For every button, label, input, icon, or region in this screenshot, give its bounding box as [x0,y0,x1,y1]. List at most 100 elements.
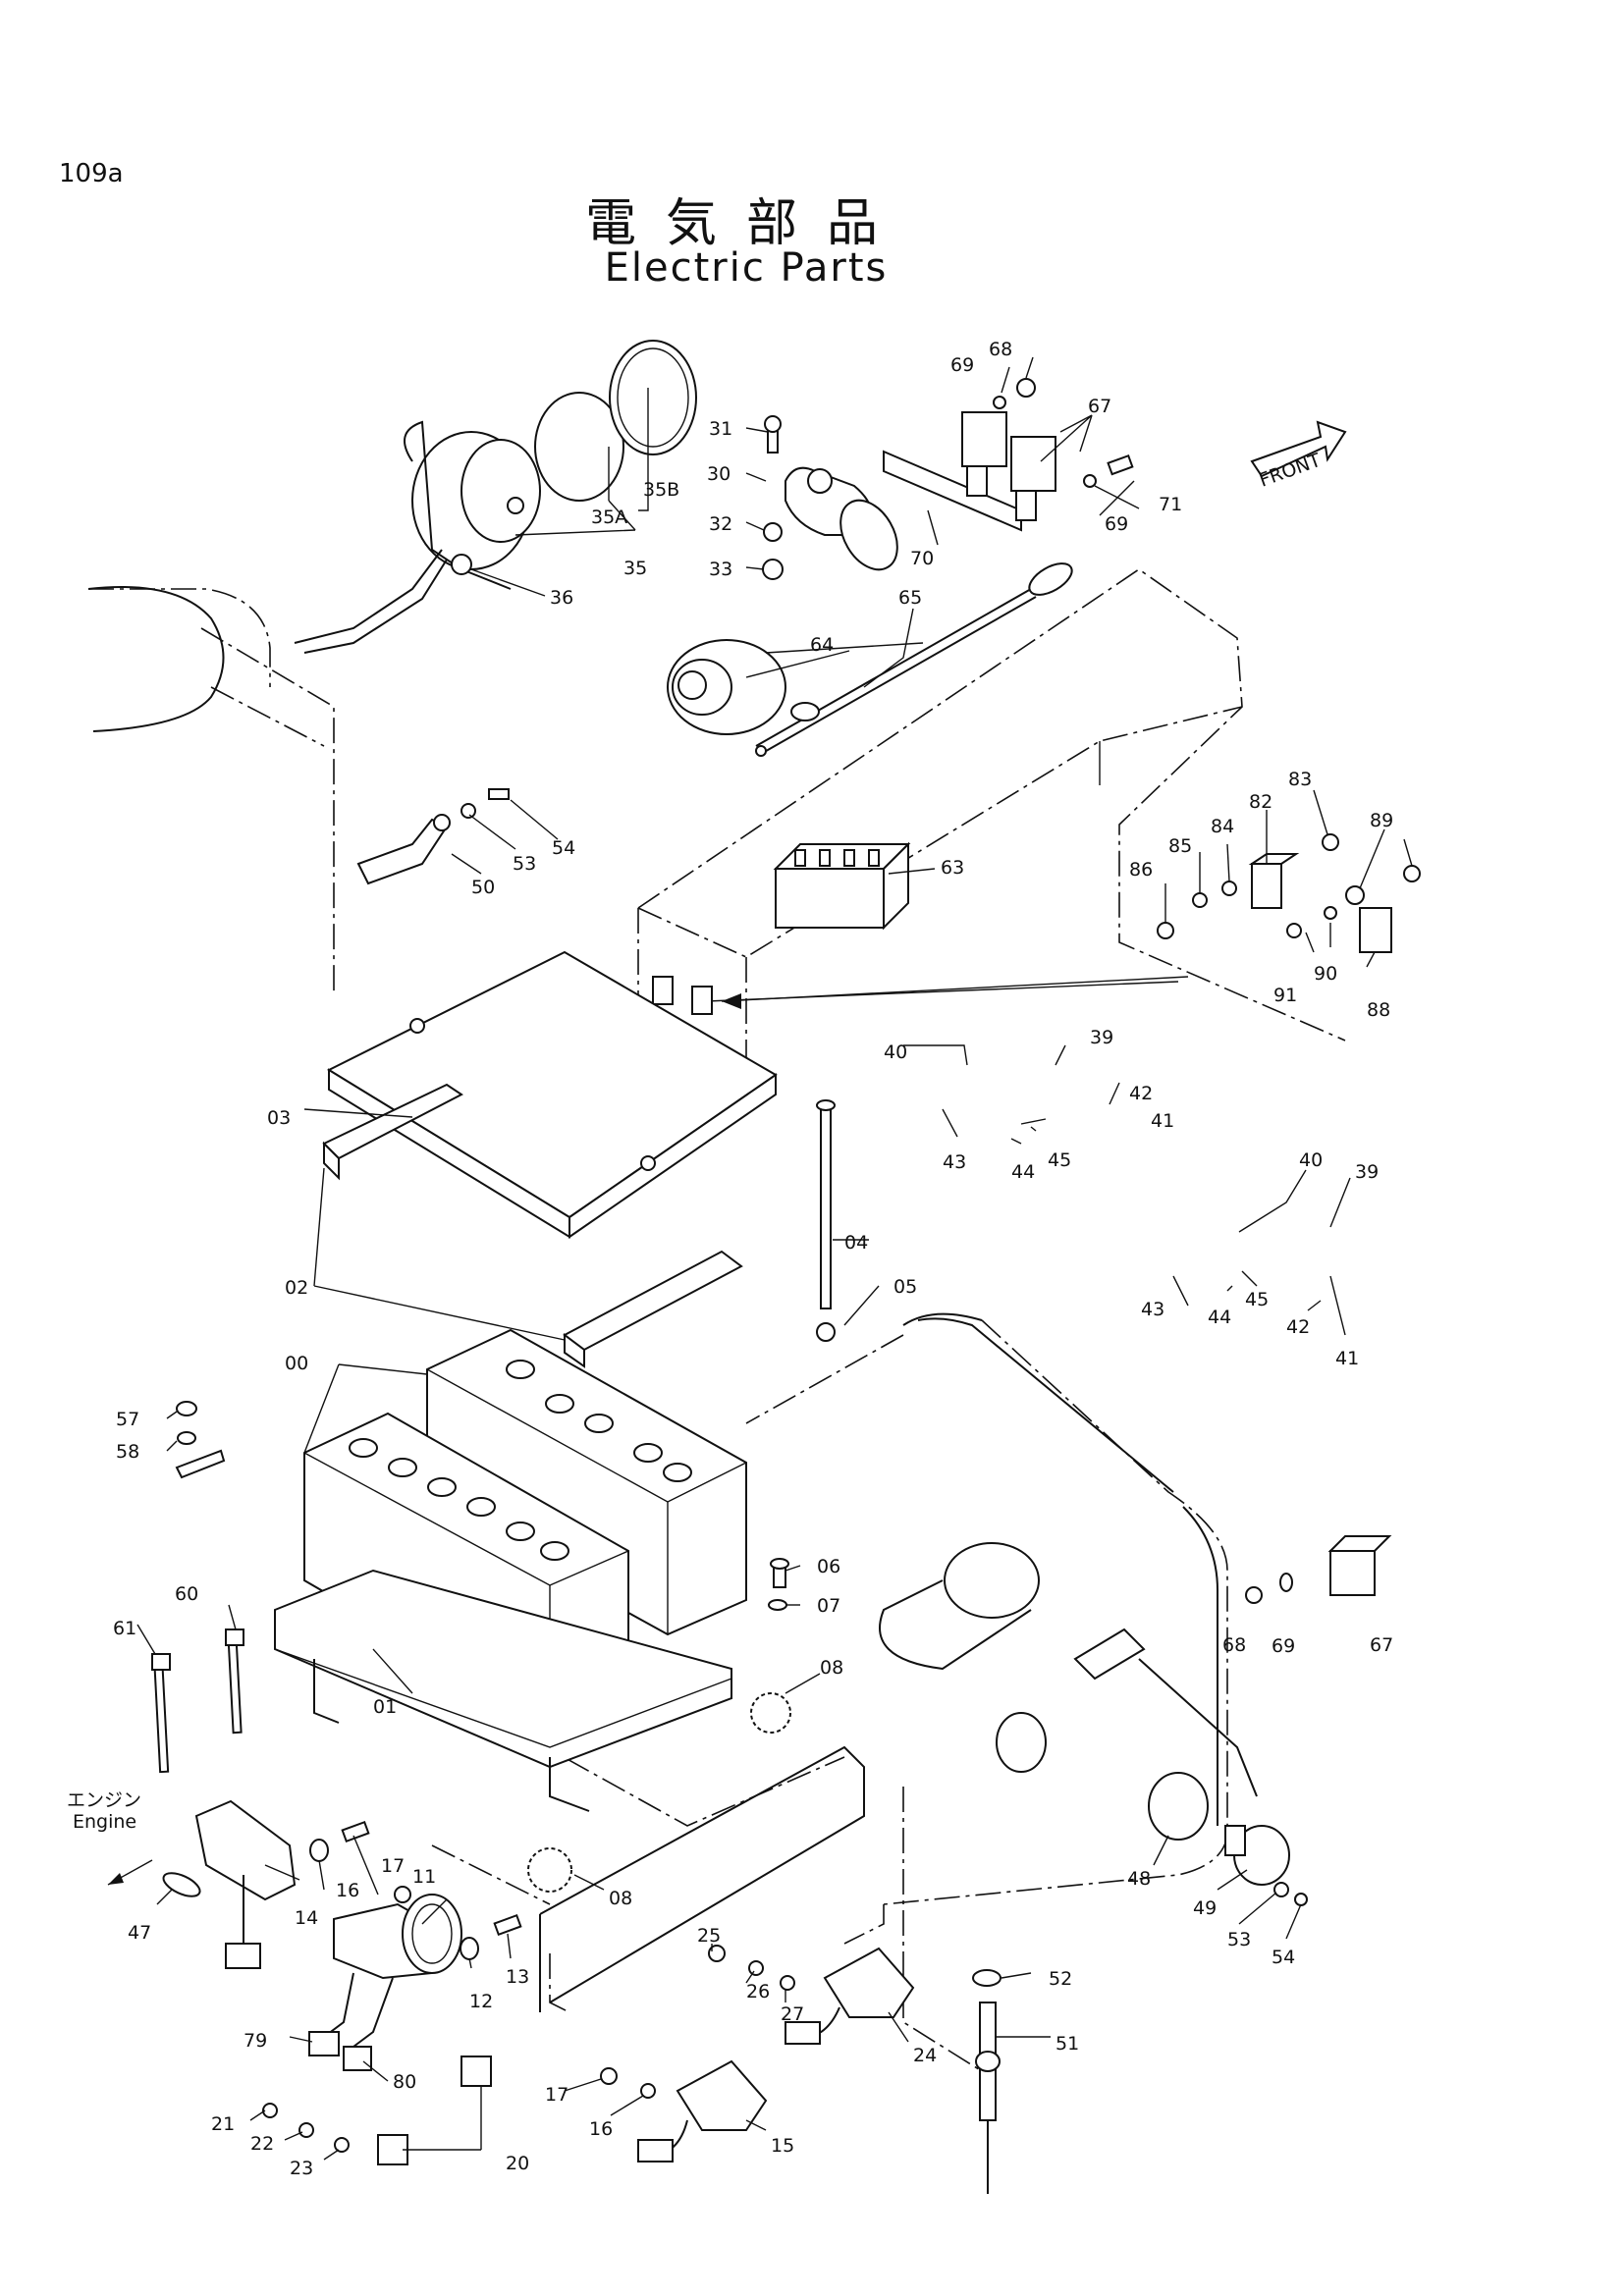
callout-80: 80 [393,2071,416,2093]
callout-47: 47 [128,1922,151,1944]
engine-label-jp: エンジン [67,1789,141,1811]
callout-63: 63 [941,857,964,879]
callout-45: 45 [1048,1149,1071,1171]
callout-00: 00 [285,1353,308,1374]
cable-ties [151,1629,244,1774]
callout-51: 51 [1056,2033,1079,2055]
batteries [274,1328,747,1812]
callout-12: 12 [469,1991,493,2012]
callout-20: 20 [506,2153,529,2174]
callout-67: 67 [1370,1634,1393,1656]
callout-15: 15 [771,2135,794,2157]
machine-outline [87,568,1346,2072]
callout-17: 17 [545,2084,568,2106]
callout-89: 89 [1370,810,1393,831]
callout-82: 82 [1249,791,1272,813]
callout-02: 02 [285,1277,308,1299]
leader-lines [136,356,1413,2161]
callout-16: 16 [336,1880,359,1901]
callout-26: 26 [746,1981,770,2002]
page-title-english: Electric Parts [604,245,889,291]
callout-21: 21 [211,2113,235,2135]
battery-rails [322,1083,836,1368]
callout-54: 54 [552,837,575,859]
page-title-japanese: 電気部品 [584,194,907,253]
callout-01: 01 [373,1696,397,1718]
callout-44: 44 [1011,1161,1035,1183]
callout-11: 11 [412,1866,436,1888]
callout-08: 08 [609,1888,632,1909]
callout-91: 91 [1273,985,1297,1006]
callout-labels: 68 69 67 71 69 70 31 30 32 33 35B 35A 35… [113,339,1393,2179]
callout-90: 90 [1314,963,1337,985]
callout-69: 69 [1105,513,1128,535]
page-number: 109a [59,159,124,188]
callout-07: 07 [817,1595,840,1617]
callout-61: 61 [113,1618,136,1639]
relay-bracket [883,378,1134,532]
cable-assembly [667,562,1073,757]
callout-27: 27 [781,2003,804,2025]
callout-08: 08 [820,1657,843,1679]
connectors [600,1945,915,2163]
bolts-06-08 [527,1558,791,1893]
tank-relay [1245,1535,1392,1604]
callout-39: 39 [1355,1161,1379,1183]
callout-68: 68 [1222,1634,1246,1656]
engine-components [162,1799,462,2071]
terminal-nut [175,1401,226,1479]
callout-50: 50 [471,877,495,898]
callout-52: 52 [1049,1968,1072,1990]
washers-left [309,1820,522,1960]
callout-88: 88 [1367,999,1390,1021]
callout-25: 25 [697,1925,721,1947]
callout-68: 68 [989,339,1012,360]
callout-04: 04 [844,1232,868,1254]
callout-35A: 35A [591,507,627,528]
callout-13: 13 [506,1966,529,1988]
callout-48: 48 [1127,1868,1151,1890]
callout-54: 54 [1272,1947,1295,1968]
callout-57: 57 [116,1409,139,1430]
callout-17: 17 [381,1855,405,1877]
callout-36: 36 [550,587,573,609]
callout-49: 49 [1193,1897,1217,1919]
callout-31: 31 [709,418,732,440]
front-arrow: FRONT [1250,420,1347,492]
callout-32: 32 [709,513,732,535]
callout-84: 84 [1211,816,1234,837]
callout-40: 40 [884,1041,907,1063]
callout-42: 42 [1129,1083,1153,1104]
callout-39: 39 [1090,1027,1113,1048]
callout-69: 69 [950,354,974,376]
callout-71: 71 [1159,494,1182,515]
engine-label-en: Engine [73,1811,136,1833]
callout-33: 33 [709,559,732,580]
callout-67: 67 [1088,396,1111,417]
callout-41: 41 [1151,1110,1174,1132]
callout-35B: 35B [643,479,679,501]
callout-60: 60 [175,1583,198,1605]
callout-22: 22 [250,2133,274,2155]
switch-50 [356,788,510,885]
callout-70: 70 [910,548,934,569]
callout-14: 14 [295,1907,318,1929]
small-relays [1157,833,1421,953]
callout-43: 43 [943,1151,966,1173]
callout-58: 58 [116,1441,139,1463]
horn [762,415,898,580]
callout-53: 53 [1227,1929,1251,1950]
callout-23: 23 [290,2158,313,2179]
callout-30: 30 [707,463,731,485]
callout-24: 24 [913,2045,937,2066]
callout-41: 41 [1335,1348,1359,1369]
callout-53: 53 [513,853,536,875]
callout-06: 06 [817,1556,840,1577]
callout-64: 64 [810,634,834,656]
work-light [294,340,697,654]
callout-40: 40 [1299,1149,1323,1171]
callout-16: 16 [589,2118,613,2140]
callout-35: 35 [623,558,647,579]
switch-20 [262,2056,492,2165]
